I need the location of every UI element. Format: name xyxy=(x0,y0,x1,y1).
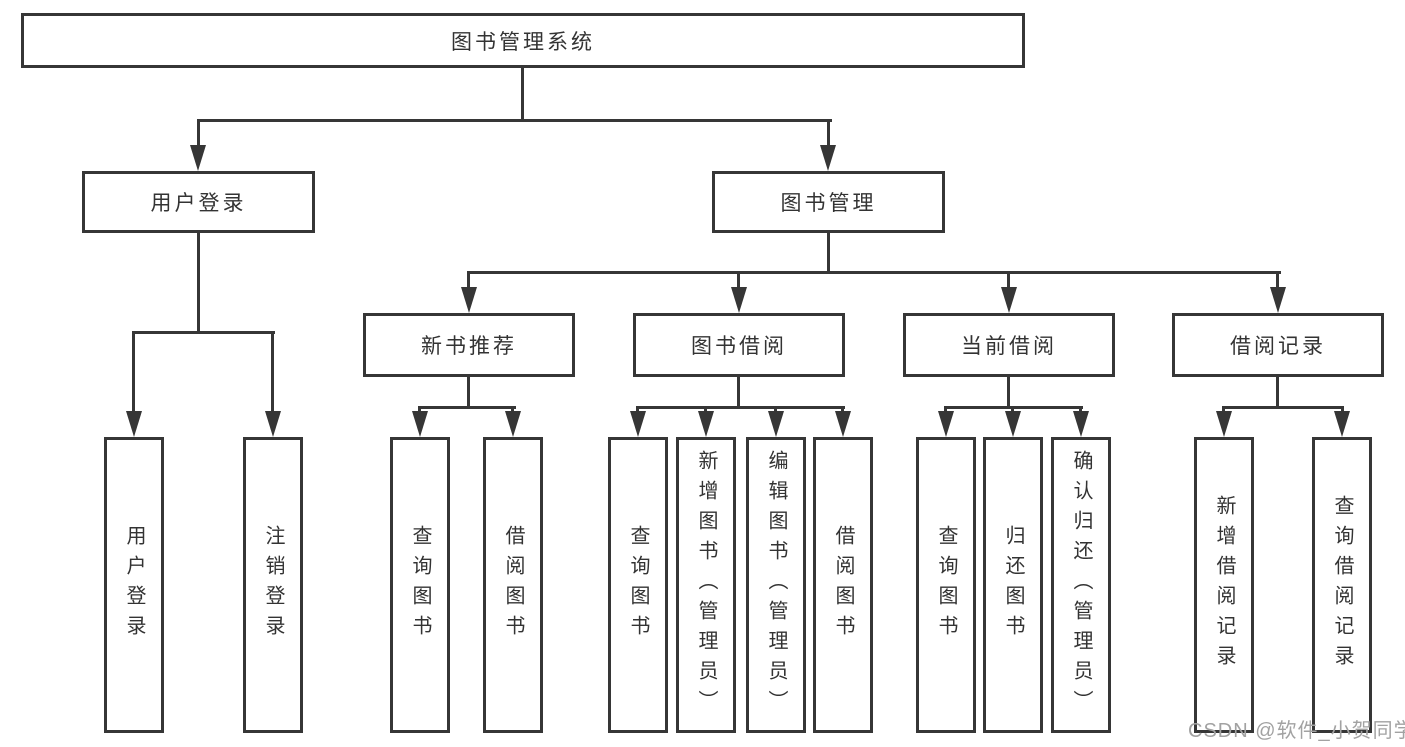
node-borrowing-records: 借阅记录 xyxy=(1172,313,1384,377)
connector-line xyxy=(827,233,830,273)
leaf-label: 查询图书 xyxy=(627,525,649,645)
arrow-down-icon xyxy=(731,287,747,313)
node-new-book-recommend: 新书推荐 xyxy=(363,313,575,377)
connector-line xyxy=(197,119,200,149)
node-label: 借阅记录 xyxy=(1230,335,1326,358)
leaf-query-borrow-record: 查询借阅记录 xyxy=(1312,437,1372,733)
leaf-label: 新增图书（管理员） xyxy=(695,450,717,720)
arrow-down-icon xyxy=(1216,411,1232,437)
node-label: 用户登录 xyxy=(150,192,247,215)
leaf-query-books-recommend: 查询图书 xyxy=(390,437,450,733)
node-book-management: 图书管理 xyxy=(712,171,945,233)
connector-line xyxy=(467,271,470,293)
leaf-edit-book-admin: 编辑图书（管理员） xyxy=(746,437,806,733)
arrow-down-icon xyxy=(126,411,142,437)
arrow-down-icon xyxy=(698,411,714,437)
arrow-down-icon xyxy=(835,411,851,437)
arrow-down-icon xyxy=(768,411,784,437)
arrow-down-icon xyxy=(630,411,646,437)
node-label: 新书推荐 xyxy=(421,335,517,358)
connector-line xyxy=(197,119,832,122)
arrow-down-icon xyxy=(190,145,206,171)
leaf-add-borrow-record: 新增借阅记录 xyxy=(1194,437,1254,733)
arrow-down-icon xyxy=(265,411,281,437)
node-label: 图书借阅 xyxy=(691,335,787,358)
connector-line xyxy=(827,119,830,149)
leaf-label: 用户登录 xyxy=(123,525,145,645)
connector-line xyxy=(521,68,524,121)
node-current-borrowing: 当前借阅 xyxy=(903,313,1115,377)
node-label: 当前借阅 xyxy=(961,335,1057,358)
connector-line xyxy=(467,377,470,408)
arrow-down-icon xyxy=(1001,287,1017,313)
leaf-label: 注销登录 xyxy=(262,525,284,645)
csdn-watermark: CSDN @软件_小贺同学 xyxy=(1188,720,1405,742)
connector-line xyxy=(132,331,135,413)
leaf-add-book-admin: 新增图书（管理员） xyxy=(676,437,736,733)
leaf-label: 归还图书 xyxy=(1002,525,1024,645)
connector-line xyxy=(197,233,200,333)
connector-line xyxy=(271,331,274,413)
arrow-down-icon xyxy=(505,411,521,437)
node-label: 图书管理系统 xyxy=(451,30,595,54)
leaf-label: 确认归还（管理员） xyxy=(1070,450,1092,720)
leaf-label: 编辑图书（管理员） xyxy=(765,450,787,720)
arrow-down-icon xyxy=(412,411,428,437)
leaf-label: 借阅图书 xyxy=(832,525,854,645)
connector-line xyxy=(418,406,516,409)
node-label: 图书管理 xyxy=(780,192,877,215)
arrow-down-icon xyxy=(1270,287,1286,313)
connector-line xyxy=(1007,377,1010,408)
arrow-down-icon xyxy=(820,145,836,171)
arrow-down-icon xyxy=(1005,411,1021,437)
connector-line xyxy=(1276,271,1279,293)
connector-line xyxy=(467,271,1281,274)
connector-line xyxy=(737,377,740,408)
leaf-label: 查询借阅记录 xyxy=(1331,495,1353,675)
connector-line xyxy=(737,271,740,293)
connector-line xyxy=(636,406,845,409)
arrow-down-icon xyxy=(1334,411,1350,437)
node-library-management-system: 图书管理系统 xyxy=(21,13,1025,68)
connector-line xyxy=(132,331,275,334)
leaf-query-books-borrowing: 查询图书 xyxy=(608,437,668,733)
node-user-login: 用户登录 xyxy=(82,171,315,233)
leaf-logout: 注销登录 xyxy=(243,437,303,733)
leaf-user-login: 用户登录 xyxy=(104,437,164,733)
leaf-label: 新增借阅记录 xyxy=(1213,495,1235,675)
leaf-confirm-return-admin: 确认归还（管理员） xyxy=(1051,437,1111,733)
leaf-return-book: 归还图书 xyxy=(983,437,1043,733)
leaf-borrow-books: 借阅图书 xyxy=(813,437,873,733)
leaf-label: 查询图书 xyxy=(409,525,431,645)
arrow-down-icon xyxy=(938,411,954,437)
connector-line xyxy=(1007,271,1010,293)
leaf-label: 借阅图书 xyxy=(502,525,524,645)
leaf-label: 查询图书 xyxy=(935,525,957,645)
arrow-down-icon xyxy=(1073,411,1089,437)
connector-line xyxy=(1276,377,1279,408)
leaf-query-books-current: 查询图书 xyxy=(916,437,976,733)
leaf-borrow-books-recommend: 借阅图书 xyxy=(483,437,543,733)
arrow-down-icon xyxy=(461,287,477,313)
connector-line xyxy=(1222,406,1344,409)
node-book-borrowing: 图书借阅 xyxy=(633,313,845,377)
